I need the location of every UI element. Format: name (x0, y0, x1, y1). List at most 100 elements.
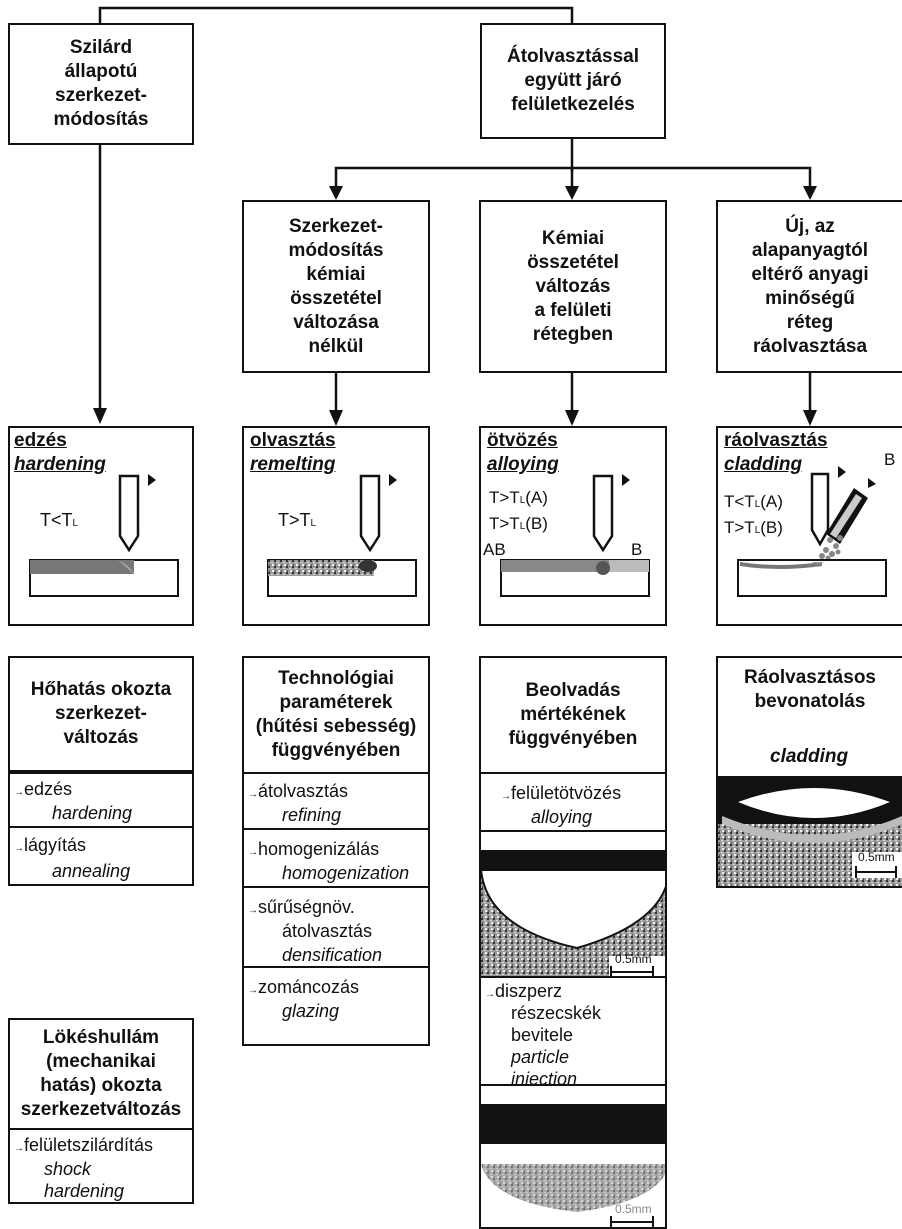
no-chem-change-box: Szerkezet- módosítás kémiai összetétel v… (242, 200, 430, 373)
col3-item1-hu: →felületötvözés (501, 783, 622, 803)
col1-item1-en: hardening (52, 803, 133, 823)
col1-title2-4: szerkezetváltozás (20, 1099, 182, 1120)
col1-title2-3: hatás) okozta (40, 1075, 162, 1096)
mid-c-1: Új, az (785, 215, 835, 237)
col4-title-1: Ráolvasztásos (743, 667, 876, 688)
process-remelting-box: olvasztás remelting T>TL (242, 426, 430, 626)
col1-title2-1: Lökéshullám (42, 1027, 160, 1048)
hardening-illustration (29, 474, 179, 597)
remelting-box: Átolvasztással együtt járó felületkezelé… (480, 23, 666, 139)
solid-line-1: Szilárd (69, 37, 133, 58)
col2-item3-hu: →sűrűségnöv. (248, 897, 355, 917)
mid-a-2: módosítás (288, 239, 384, 261)
cladding-illustration (737, 466, 887, 597)
mid-a-6: nélkül (308, 335, 364, 357)
alloying-illustration (500, 474, 650, 597)
mid-b-4: a felületi (534, 299, 612, 321)
col2-item4-hu: →zománcozás (248, 977, 360, 997)
alloy-label-b: B (631, 540, 643, 559)
col1-title2-2: (mechanikai (46, 1051, 156, 1072)
col2-title-3: (hűtési sebesség) (255, 716, 417, 737)
col3-spacer-2 (479, 1084, 667, 1106)
col1-item2-en: annealing (52, 861, 131, 881)
col4-en: cladding (770, 746, 849, 767)
remelt-line-2: együtt járó (524, 70, 622, 91)
process-hardening-box: edzés hardening T<TL (8, 426, 194, 626)
micrograph-cladding (718, 776, 902, 886)
chem-change-box: Kémiai összetétel változás a felületi ré… (479, 200, 667, 373)
col3-title-2: mértékének (520, 704, 626, 725)
proc-alloying-en: alloying (487, 454, 559, 475)
col3-item-particle: →diszperz részecskék bevitele particle i… (479, 976, 667, 1089)
col1-shock-en2: hardening (44, 1181, 125, 1201)
col1-shock-hu: →felületszilárdítás (14, 1135, 154, 1155)
scale-label-3: 0.5mm (858, 850, 895, 864)
mid-a-4: összetétel (290, 287, 382, 309)
col1-title-2: szerkezet- (55, 703, 147, 724)
col2-title-1: Technológiai (278, 668, 394, 689)
col1-title-1: Hőhatás okozta (30, 679, 172, 700)
mid-a-3: kémiai (306, 263, 366, 285)
remelt-line-1: Átolvasztással (506, 46, 639, 67)
alloy-label-ab: AB (483, 540, 506, 559)
scale-label-2: 0.5mm (615, 1202, 652, 1216)
col2-item-densification: →sűrűségnöv. átolvasztás densification (242, 886, 430, 968)
mid-b-3: változás (535, 275, 611, 297)
solid-line-3: szerkezet- (55, 85, 147, 106)
process-alloying-box: ötvözés alloying T>TL(A) T>TL(B) AB B A (479, 426, 667, 626)
col3-item2-en1: particle (511, 1047, 570, 1067)
proc-cladding-temp-a: T<TL(A) (724, 492, 783, 511)
proc-alloying-temp-a: T>TL(A) (489, 488, 548, 507)
col2-item4-en: glazing (282, 1001, 340, 1021)
col3-item-alloying: →felületötvözés alloying (479, 772, 667, 832)
col3-item2-l1: →diszperz (485, 981, 563, 1001)
proc-remelting-temp: T>TL (278, 510, 317, 530)
col1-item-shock: →felületszilárdítás shock hardening (8, 1128, 194, 1204)
mid-b-5: rétegben (532, 323, 614, 345)
col1-shock-en1: shock (44, 1159, 92, 1179)
col1-item1-hu: →edzés (14, 779, 73, 799)
col3-micrograph-2: 0.5mm (479, 1104, 667, 1229)
mid-b-2: összetétel (527, 251, 619, 273)
mid-c-3: eltérő anyagi (751, 263, 869, 285)
col3-micrograph-1: 0.5mm (479, 850, 667, 978)
col2-item1-hu: →átolvasztás (248, 781, 349, 801)
mid-a-1: Szerkezet- (289, 215, 383, 237)
col1-item-annealing: →lágyítás annealing (8, 826, 194, 886)
col1-title2-box: Lökéshullám (mechanikai hatás) okozta sz… (8, 1018, 194, 1130)
scale-label-1: 0.5mm (615, 952, 652, 966)
proc-remelting-hu: olvasztás (250, 430, 336, 451)
proc-hardening-en: hardening (14, 454, 106, 475)
col1-item-hardening: →edzés hardening (8, 772, 194, 828)
proc-alloying-hu: ötvözés (487, 430, 558, 451)
remelt-line-3: felületkezelés (511, 94, 635, 115)
col3-item1-en: alloying (531, 807, 593, 827)
col2-item3-hu2: átolvasztás (282, 921, 373, 941)
col2-item-refining: →átolvasztás refining (242, 772, 430, 830)
col2-title-2: paraméterek (279, 692, 393, 713)
col1-title-box: Hőhatás okozta szerkezet- változás (8, 656, 194, 772)
proc-alloying-temp-b: T>TL(B) (489, 514, 548, 533)
col1-title-3: változás (63, 727, 139, 748)
clad-label-b: B (884, 450, 896, 469)
mid-c-2: alapanyagtól (751, 239, 869, 261)
micrograph-alloying (481, 852, 665, 976)
process-cladding-box: ráolvasztás cladding T<TL(A) T>TL(B) B A (716, 426, 902, 626)
col2-title-box: Technológiai paraméterek (hűtési sebessé… (242, 656, 430, 774)
col3-title-1: Beolvadás (525, 680, 621, 701)
solid-state-box: Szilárd állapotú szerkezet- módosítás (8, 23, 194, 145)
mid-b-1: Kémiai (541, 227, 605, 249)
col2-item-homogenization: →homogenizálás homogenization (242, 828, 430, 888)
proc-cladding-hu: ráolvasztás (724, 430, 828, 451)
mid-c-5: réteg (786, 311, 834, 333)
col3-spacer (479, 830, 667, 852)
proc-hardening-temp: T<TL (40, 510, 79, 530)
col2-item2-en: homogenization (282, 863, 410, 883)
col2-item1-en: refining (282, 805, 342, 825)
micrograph-particle (481, 1106, 665, 1227)
solid-line-2: állapotú (64, 61, 138, 82)
proc-hardening-hu: edzés (14, 430, 67, 451)
col3-title-box: Beolvadás mértékének függvényében (479, 656, 667, 774)
